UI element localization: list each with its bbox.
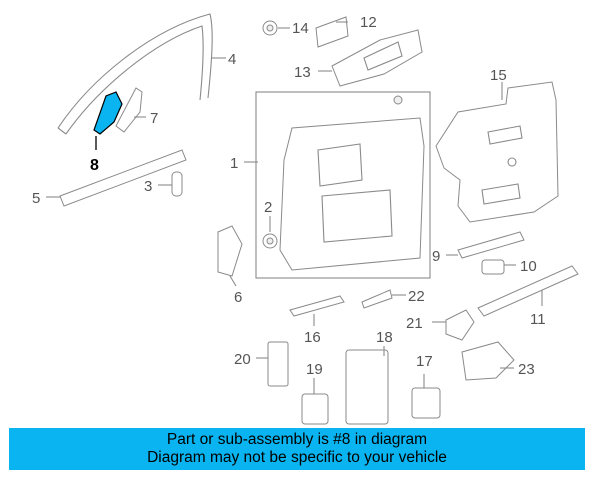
callout-20: 20 — [234, 351, 251, 368]
part-13-recess — [363, 41, 403, 71]
callout-19: 19 — [306, 361, 323, 378]
callout-4: 4 — [228, 51, 236, 68]
part-7-corner-cover — [115, 87, 143, 133]
part-20-mounting-bracket — [267, 341, 289, 387]
callout-9: 9 — [432, 248, 440, 265]
part-3-clip — [171, 171, 183, 197]
callout-8: 8 — [90, 157, 99, 174]
banner-line-2: Diagram may not be specific to your vehi… — [147, 449, 447, 466]
callout-1: 1 — [230, 155, 238, 172]
part-14-cap-inner — [266, 24, 274, 32]
part-1-clip — [393, 95, 403, 105]
part-9-handle-trim — [457, 231, 525, 259]
part-16-bracket — [289, 295, 345, 317]
part-15-cutout-b — [481, 183, 521, 205]
parts-diagram: 4 12 14 13 15 7 8 5 3 1 2 6 — [32, 13, 579, 425]
callout-2: 2 — [264, 199, 272, 216]
part-1-pocket — [321, 189, 393, 243]
banner-line-1: Part or sub-assembly is #8 in diagram — [166, 431, 428, 448]
part-17-switch — [411, 387, 441, 419]
callout-17: 17 — [416, 353, 433, 370]
part-15-cutout-a — [487, 125, 523, 145]
part-22-trim-clip — [361, 289, 393, 309]
part-2-grommet-inner — [266, 237, 274, 245]
part-4-window-frame — [57, 13, 213, 135]
part-6-tweeter-cover — [217, 225, 243, 277]
part-10-pull-handle — [481, 259, 505, 275]
leader-6 — [229, 275, 237, 287]
part-19-switch — [301, 393, 329, 425]
part-1-door-panel — [279, 117, 425, 271]
part-5-belt-molding — [59, 149, 187, 207]
callout-10: 10 — [520, 258, 537, 275]
part-21-switch-bezel — [445, 309, 475, 341]
part-8-highlighted — [93, 91, 123, 135]
callout-13: 13 — [294, 64, 311, 81]
part-12-trim-plate — [315, 16, 349, 48]
callout-11: 11 — [530, 311, 546, 328]
callout-18: 18 — [376, 329, 393, 346]
part-11-sill-trim — [477, 265, 579, 317]
part-13-armrest-cover — [331, 29, 423, 87]
info-banner: Part or sub-assembly is #8 in diagram Di… — [9, 428, 585, 470]
part-23-seat-switch — [461, 341, 515, 381]
callout-21: 21 — [406, 315, 423, 332]
callout-22: 22 — [408, 288, 425, 305]
callout-14: 14 — [292, 20, 309, 37]
callout-15: 15 — [490, 67, 507, 84]
part-15-hole — [507, 157, 517, 167]
part-15-insulator — [435, 81, 559, 223]
callout-6: 6 — [234, 289, 242, 306]
callout-3: 3 — [144, 178, 152, 195]
part-1-assembly-box — [255, 91, 431, 279]
callout-5: 5 — [32, 190, 40, 207]
callout-16: 16 — [304, 329, 321, 346]
callout-23: 23 — [518, 361, 535, 378]
part-1-handle-area — [317, 143, 363, 187]
callout-7: 7 — [150, 110, 158, 127]
part-18-window-switch-panel — [345, 349, 389, 425]
callout-12: 12 — [360, 14, 377, 31]
